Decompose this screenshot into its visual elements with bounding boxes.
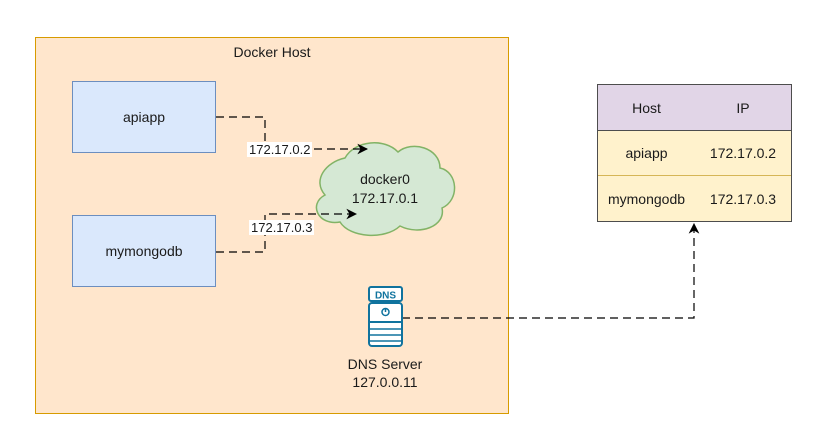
dns-to-table-connector	[402, 222, 700, 319]
dns-icon-label: DNS	[375, 291, 396, 302]
dns-server-label: DNS Server 127.0.0.11	[330, 355, 440, 391]
mymongodb-label: mymongodb	[105, 243, 183, 259]
dns-server-ip: 127.0.0.11	[352, 374, 418, 390]
table-cell-host: mymongodb	[607, 190, 686, 207]
docker0-name: docker0	[360, 171, 410, 187]
dns-server-icon[interactable]: DNS	[368, 286, 403, 347]
apiapp-label: apiapp	[122, 109, 166, 125]
apiapp-ip-label: 172.17.0.2	[247, 142, 313, 157]
apiapp-node[interactable]: apiapp	[72, 81, 216, 153]
dns-server-name: DNS Server	[347, 356, 423, 372]
table-header-row: Host IP	[598, 85, 791, 131]
apiapp-to-docker0-connector	[216, 116, 369, 155]
table-header-ip: IP	[736, 99, 750, 116]
docker0-label: docker0 172.17.0.1	[320, 170, 450, 208]
dns-records-table: Host IP apiapp 172.17.0.2 mymongodb 172.…	[597, 84, 792, 222]
docker-host-title: Docker Host	[233, 44, 311, 60]
table-cell-ip: 172.17.0.3	[709, 190, 777, 207]
table-row: mymongodb 172.17.0.3	[598, 176, 791, 221]
docker0-ip: 172.17.0.1	[351, 190, 419, 206]
table-row: apiapp 172.17.0.2	[598, 131, 791, 176]
table-cell-host: apiapp	[625, 145, 668, 161]
table-header-host: Host	[632, 99, 661, 116]
table-cell-ip: 172.17.0.2	[709, 145, 777, 161]
mymongodb-node[interactable]: mymongodb	[72, 215, 216, 287]
mymongodb-ip-label: 172.17.0.3	[249, 220, 315, 235]
